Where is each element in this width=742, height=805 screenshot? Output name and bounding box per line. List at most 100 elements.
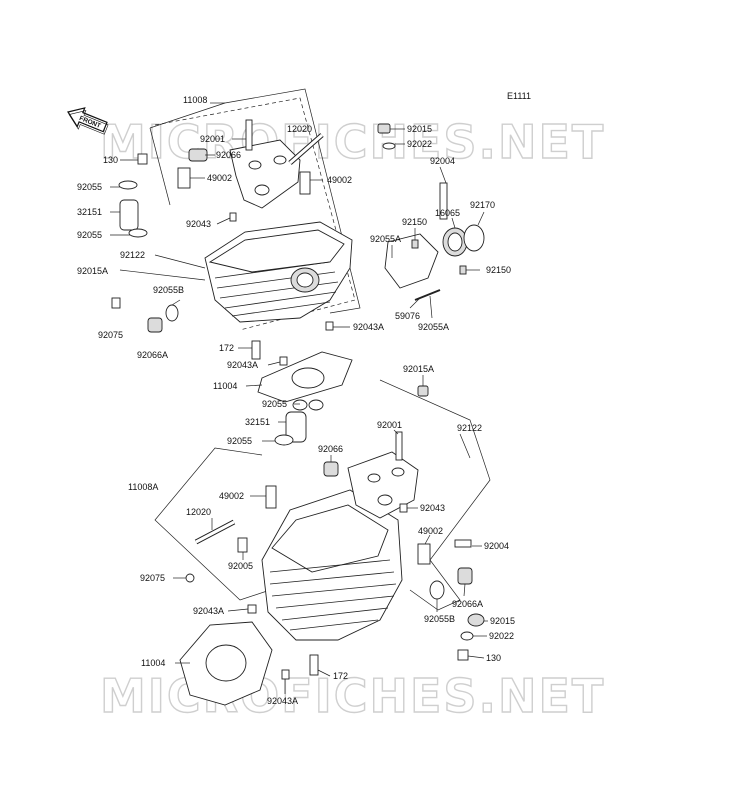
callout: 92055A [370,234,401,244]
oring-92055b-top [165,304,179,322]
callout: 92150 [486,265,511,275]
callout: 16065 [435,208,460,218]
oring-92055-mid-a [292,399,308,411]
rear-cylinder-head [204,221,353,323]
callout: 59076 [395,311,420,321]
cap-92066-top [188,148,208,162]
callout: 92043A [227,360,258,370]
callout: 32151 [245,417,270,427]
clamp-92170 [463,224,485,252]
adjuster-49002-bottom-left [265,485,277,509]
callout: 11008A [128,482,158,492]
callout: 11004 [141,658,165,668]
callout: 92015A [403,364,434,374]
cap-92066a-top [147,317,163,333]
callout: 130 [486,653,501,663]
callout: 92066A [452,599,483,609]
nut-92015-bottom [467,613,485,627]
callout: 92015 [407,124,432,134]
callout: 12020 [186,507,211,517]
stud-172-bottom [309,654,319,676]
pin-92043a-top [325,321,334,331]
callout: 11008 [183,95,207,105]
callout: 49002 [207,173,232,183]
callout: 92055 [262,399,287,409]
adjuster-49002-bottom-right [417,543,431,565]
dowel-92075-bottom [185,573,195,583]
callout: 92066 [318,444,343,454]
front-camshaft-holder [347,451,419,519]
stud-172-top [251,340,261,360]
callout: 92043A [353,322,384,332]
bolt-130-bottom [457,649,469,661]
callout: 92015A [77,266,108,276]
front-arrow-icon: FRONT [67,107,109,135]
callout: 92004 [484,541,509,551]
front-cylinder-head [261,489,403,641]
callout: 11004 [213,381,237,391]
callout: 92022 [407,139,432,149]
callout: 92001 [200,134,225,144]
pin-92043-bottom [399,503,408,513]
adjuster-49002-top-right [299,171,311,195]
dowel-92075-top [111,297,121,309]
callout: 92055A [418,322,449,332]
pin-92043-top [229,212,237,222]
pipe-32151-top [119,199,139,231]
callout: 92170 [470,200,495,210]
callout: 92022 [489,631,514,641]
reference-code: E1111 [507,91,531,101]
callout: 92043 [186,219,211,229]
callout-labels: 11008 12020 92015 92001 92022 130 92066 … [77,95,515,706]
callout: 92075 [140,573,165,583]
stud-92004-bottom [454,539,472,548]
callout: 92001 [377,420,402,430]
pipe-32151-mid [285,411,307,443]
cover-92055a-top [384,233,439,289]
callout: 92055B [424,614,455,624]
rear-camshaft-holder [229,139,301,209]
callout: 92055 [77,230,102,240]
callout: 130 [103,155,118,165]
nut-92015a-bottom [417,385,429,397]
nut-92015-top [377,123,391,134]
pin-92043a-top-b [279,356,288,366]
callout: 172 [333,671,348,681]
callout: 92015 [490,616,515,626]
cap-92066-bottom [323,461,339,477]
oring-92055b-bottom [429,580,445,600]
callout: 92066A [137,350,168,360]
callout: 49002 [219,491,244,501]
callout: 92043A [267,696,298,706]
callout: 92043A [193,606,224,616]
oring-92055-mid-b [308,399,324,411]
plug-92005 [237,537,248,553]
callout: 92066 [216,150,241,160]
callout: 92075 [98,330,123,340]
bolt-130-top [137,153,148,165]
callout: 92122 [457,423,482,433]
oring-92055-top-a [118,180,138,190]
washer-92022-bottom [460,631,474,641]
oring-92055-top-b [128,228,148,238]
bolt-92001-bottom [395,431,403,461]
stud-92004-top [439,182,448,220]
callout: 92150 [402,217,427,227]
callout: 92122 [120,250,145,260]
bolt-92001-top [245,119,253,151]
pin-92043a-bottom-b [281,669,290,680]
oring-92055-mid-c [274,434,294,446]
cap-92066a-bottom [457,567,473,585]
bolt-92150-top-a [411,239,419,249]
callout: 92055 [227,436,252,446]
callout: 92005 [228,561,253,571]
watermark-bottom: MICROFICHES.NET [100,669,605,723]
callout: 49002 [418,526,443,536]
callout: 32151 [77,207,102,217]
adjuster-49002-top-left [177,167,191,189]
callout: 12020 [287,124,312,134]
callout: 92055B [153,285,184,295]
gasket-59076 [414,289,441,301]
